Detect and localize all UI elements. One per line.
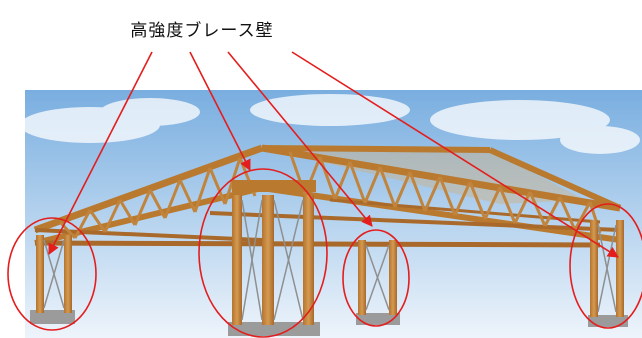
callout-arrow-left — [48, 51, 153, 255]
callout-label: 高強度ブレース壁 — [0, 16, 642, 41]
callout-arrow-center — [189, 51, 251, 171]
callout-circle-center — [198, 168, 328, 338]
callout-label-text: 高強度ブレース壁 — [130, 21, 274, 41]
callout-arrows — [48, 51, 619, 258]
callout-circle-middle — [342, 229, 410, 327]
brace-wall-left — [30, 235, 75, 324]
callout-circle-right — [569, 203, 642, 329]
clouds — [20, 94, 640, 154]
callout-circle-left — [7, 217, 97, 331]
callout-circles — [7, 168, 642, 338]
brace-wall-right — [588, 220, 628, 327]
brace-wall-center — [228, 180, 320, 336]
callout-arrow-right — [291, 51, 619, 258]
callout-arrow-middle — [227, 51, 373, 227]
